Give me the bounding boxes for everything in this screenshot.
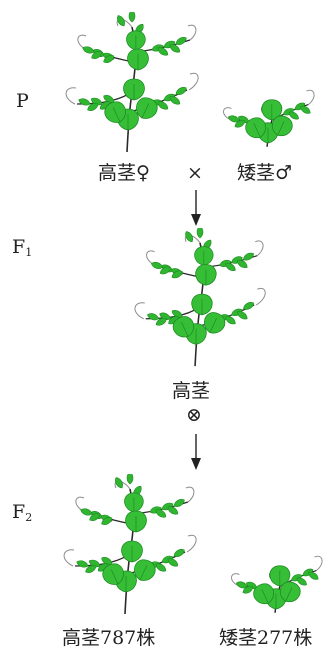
f1-tall-label: 高茎: [172, 380, 211, 402]
f2-tall-plant-illustration: [60, 474, 200, 624]
selfing-symbol: ⊗: [186, 404, 202, 426]
generation-label-f2: F2: [12, 501, 33, 524]
f1-tall-plant-illustration: [130, 228, 270, 376]
generation-label-f1: F1: [12, 236, 33, 259]
arrow-f1-to-f2: [191, 434, 201, 470]
f2-dwarf-count-label: 矮茎277株: [219, 627, 313, 649]
cross-symbol: ×: [187, 162, 203, 184]
dwarf-male-label: 矮茎♂: [237, 162, 293, 184]
f2-dwarf-plant-illustration: [226, 548, 326, 620]
dwarf-parent-plant-illustration: [218, 82, 318, 154]
tall-parent-plant-illustration: [62, 12, 202, 162]
generation-label-p: P: [16, 90, 29, 112]
tall-female-label: 高茎♀: [98, 162, 150, 184]
arrow-p-to-f1: [191, 190, 201, 226]
f2-tall-count-label: 高茎787株: [62, 627, 156, 649]
